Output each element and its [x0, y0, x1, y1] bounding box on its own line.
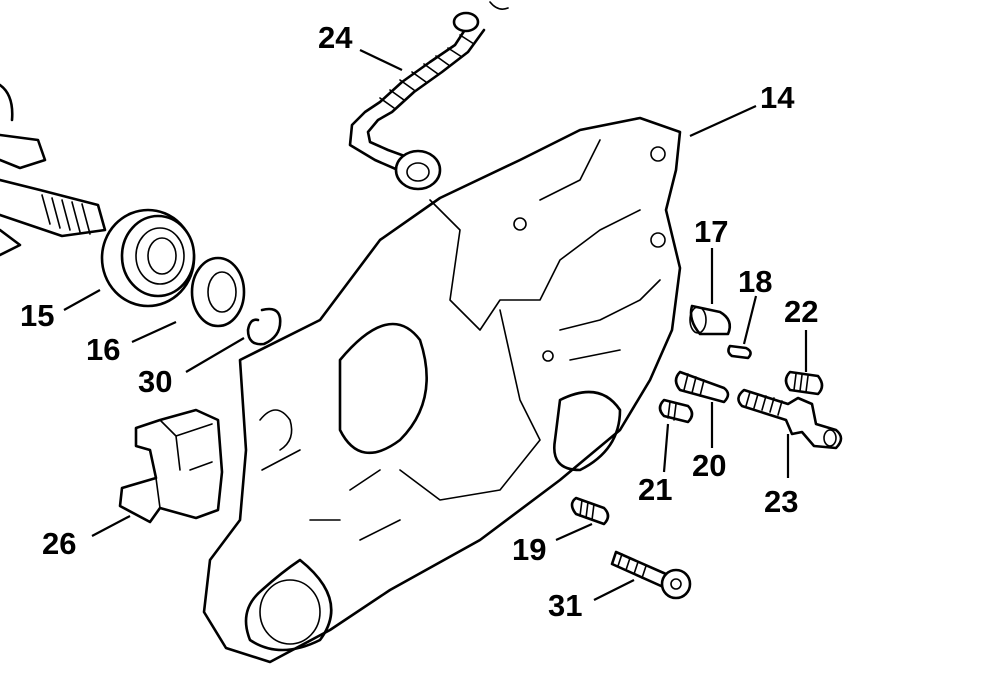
label-30: 30: [138, 364, 172, 399]
label-22: 22: [784, 294, 818, 329]
part-14-crankcase[interactable]: [202, 116, 682, 664]
label-16: 16: [86, 332, 120, 367]
label-24: 24: [318, 20, 353, 55]
part-26-block[interactable]: [118, 408, 224, 524]
crankshaft-fragment: [0, 83, 107, 257]
part-16-seal[interactable]: [190, 256, 246, 328]
callout-labels: 24 14 15 16 30 17 18 22 20 21 23 26 19 3…: [20, 20, 818, 623]
part-23-stud-highlighted[interactable]: [737, 388, 843, 450]
part-31-screw[interactable]: [610, 550, 692, 600]
label-21: 21: [638, 472, 672, 507]
part-21-sleeve[interactable]: [658, 398, 694, 424]
part-30-circlip[interactable]: [246, 307, 282, 346]
part-18-pin[interactable]: [727, 344, 752, 360]
label-19: 19: [512, 532, 546, 567]
label-18: 18: [738, 264, 772, 299]
label-23: 23: [764, 484, 798, 519]
label-26: 26: [42, 526, 76, 561]
part-22-sleeve[interactable]: [784, 370, 824, 396]
leader-lines: [63, 49, 808, 601]
part-24-oil-hose[interactable]: [348, 1, 509, 191]
label-14: 14: [760, 80, 795, 115]
label-31: 31: [548, 588, 582, 623]
part-19-sleeve[interactable]: [570, 496, 610, 526]
label-20: 20: [692, 448, 726, 483]
label-17: 17: [694, 214, 728, 249]
part-20-pin[interactable]: [674, 370, 730, 404]
part-15-bearing[interactable]: [100, 208, 196, 308]
label-15: 15: [20, 298, 54, 333]
part-17-sleeve[interactable]: [689, 304, 732, 336]
